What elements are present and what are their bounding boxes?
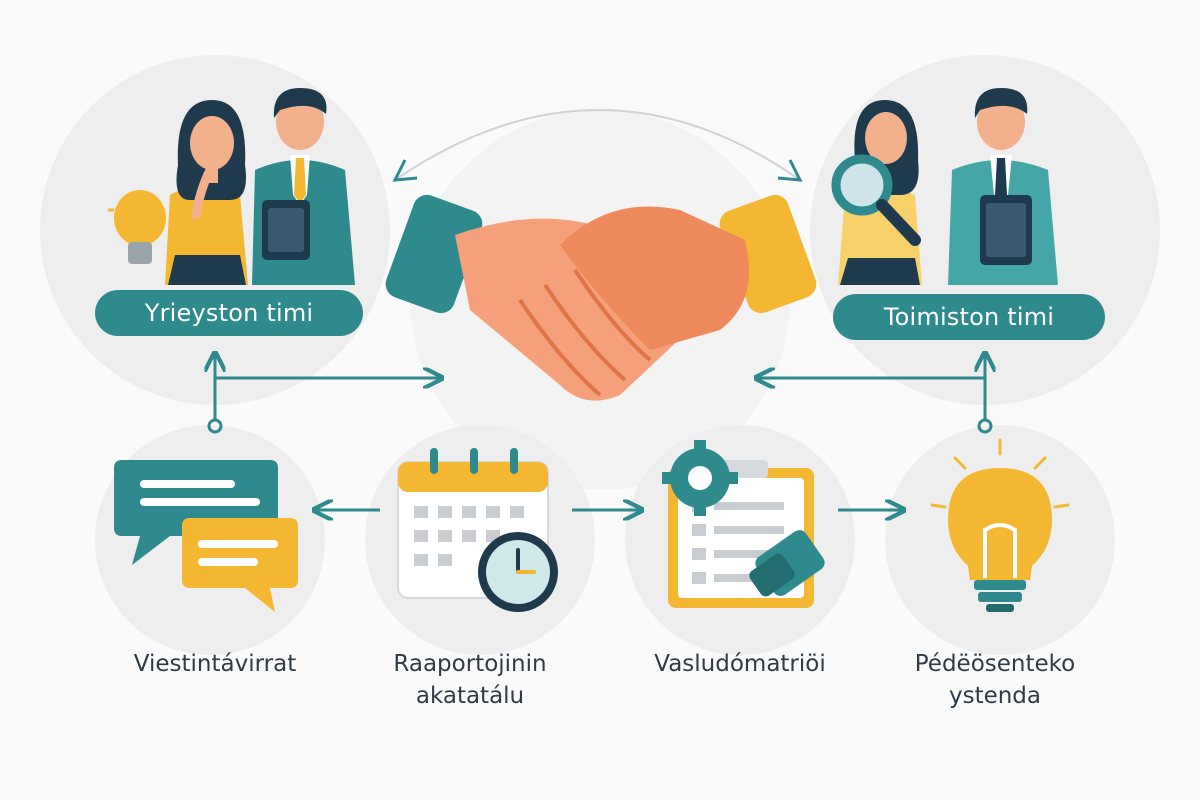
- step-caption-reporting: Raaportojinin akatatálu: [355, 648, 585, 712]
- step-caption-communication: Viestintávirrat: [100, 648, 330, 680]
- calendar-clock-icon: [397, 448, 558, 612]
- chat-bubbles-icon: [114, 460, 298, 612]
- step-caption-line: Viestintávirrat: [133, 651, 297, 677]
- lightbulb-icon: [930, 438, 1070, 612]
- top-arc-connector: [394, 109, 801, 181]
- checklist-gear-icon: [662, 440, 825, 608]
- right-team-label: Toimiston timi: [833, 294, 1105, 340]
- arc-arrowhead-right: [777, 159, 803, 182]
- step-caption-line: Vasludómatriöi: [654, 651, 826, 677]
- step-caption-line: Raaportojinin: [393, 651, 547, 677]
- step-caption-line: akatatálu: [415, 683, 525, 709]
- connector-lines: [215, 355, 985, 510]
- handshake-icon: [385, 194, 817, 401]
- right-team-figures: [831, 88, 1058, 285]
- step-caption-decision: Pédëösenteko ystenda: [880, 648, 1110, 712]
- step-caption-measurement: Vasludómatriöi: [625, 648, 855, 680]
- step-caption-line: Pédëösenteko: [914, 651, 1076, 677]
- step-caption-line: ystenda: [948, 683, 1042, 709]
- arc-arrowhead-left: [392, 159, 418, 182]
- left-team-label: Yrieyston timi: [95, 290, 363, 336]
- left-team-figures: [108, 88, 355, 285]
